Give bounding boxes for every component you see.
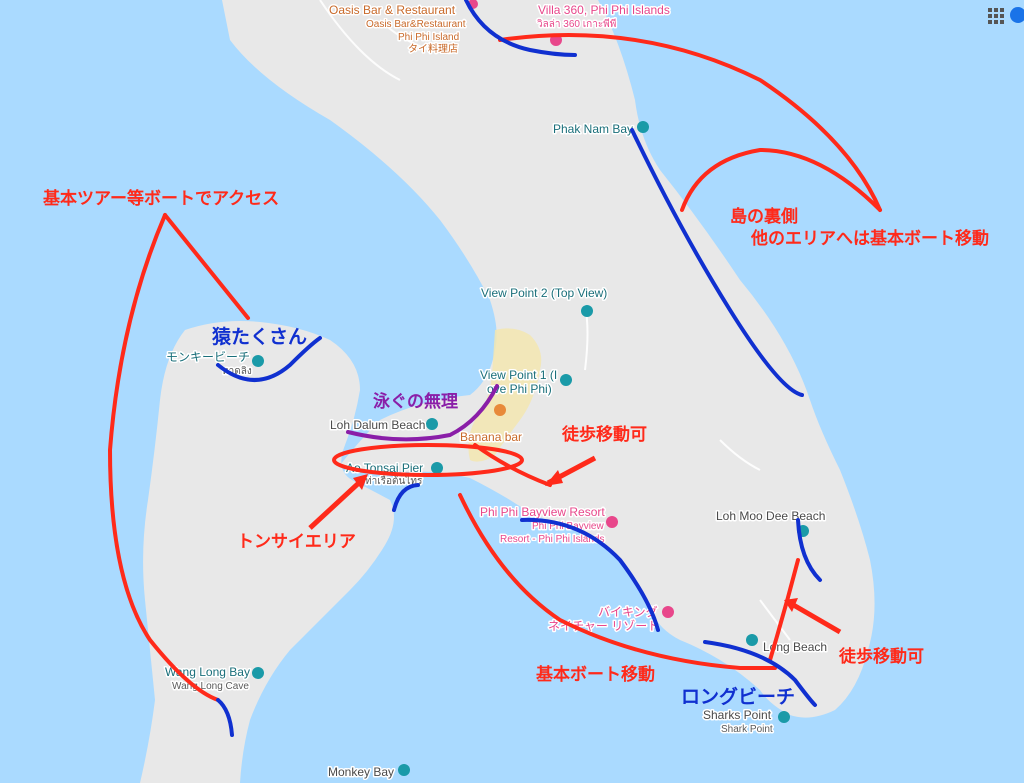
ann-walk-2: 徒歩移動可 <box>838 646 924 667</box>
label-view-point-1b: ove Phi Phi) <box>487 382 552 396</box>
arrow-tonsai <box>308 478 364 530</box>
beach-pin-icon[interactable] <box>746 634 758 646</box>
ann-long-beach: ロングビーチ <box>681 685 795 708</box>
label-sharks-point[interactable]: Sharks Point <box>702 707 774 724</box>
annotation-labels: 基本ツアー等ボートでアクセス 島の裏側 他のエリアへは基本ボート移動 猿たくさん… <box>42 188 989 708</box>
label-long-beach[interactable]: Long Beach <box>762 639 829 656</box>
ann-island-back-2: 他のエリアへは基本ボート移動 <box>750 228 989 249</box>
arrow-walk-2 <box>788 600 842 635</box>
place-labels: Oasis Bar & Restaurant Oasis Bar&Restaur… <box>164 2 829 781</box>
camera-pin-icon[interactable] <box>560 374 572 386</box>
ann-island-back: 島の裏側 <box>730 206 798 227</box>
label-shark-point-sub: Shark Point <box>721 724 773 735</box>
dive-pin-icon[interactable] <box>778 711 790 723</box>
roads <box>319 0 791 641</box>
hotel-pin-icon[interactable] <box>606 516 618 528</box>
ann-tour-boat: 基本ツアー等ボートでアクセス <box>42 188 279 209</box>
red-arrows <box>308 455 842 635</box>
label-monkey-bay[interactable]: Monkey Bay <box>327 764 396 781</box>
bar-pin-icon[interactable] <box>494 404 506 416</box>
tonsai-village <box>468 328 542 462</box>
camera-pin-icon[interactable] <box>252 667 264 679</box>
label-phak-nam-bay[interactable]: Phak Nam Bay <box>552 121 635 138</box>
grid-menu-icon[interactable] <box>988 8 1004 24</box>
hotel-pin-icon[interactable] <box>662 606 674 618</box>
camera-pin-icon[interactable] <box>398 764 410 776</box>
camera-pin-icon[interactable] <box>581 305 593 317</box>
ann-tonsai-area: トンサイエリア <box>237 532 356 552</box>
label-bayview-resort[interactable]: Phi Phi Bayview Resort <box>479 504 607 521</box>
label-villa-360-th: วิลล่า 360 เกาะพีพี <box>537 18 617 30</box>
beach-pin-icon[interactable] <box>637 121 649 133</box>
label-monkey-beach-th: หาดลิง <box>222 366 252 377</box>
label-loh-moo-dee[interactable]: Loh Moo Dee Beach <box>715 508 827 525</box>
red-annotation-lines <box>107 33 882 702</box>
main-island-land <box>222 0 875 718</box>
avatar[interactable] <box>1010 7 1024 23</box>
ann-no-swim: 泳ぐの無理 <box>373 391 458 412</box>
west-island-land <box>140 321 394 783</box>
label-oasis[interactable]: Oasis Bar & Restaurant <box>328 2 458 19</box>
label-loh-dalum[interactable]: Loh Dalum Beach <box>329 417 427 434</box>
beach-pin-icon[interactable] <box>426 418 438 430</box>
label-oasis-sub2: Phi Phi Island <box>398 32 459 43</box>
label-view-point-2[interactable]: View Point 2 (Top View) <box>480 285 609 302</box>
label-bayview-sub2: Resort - Phi Phi Islands <box>500 534 605 545</box>
label-monkey-beach[interactable]: モンキービーチ <box>165 349 252 366</box>
label-wang-long-cave: Wang Long Cave <box>172 681 249 692</box>
label-villa-360[interactable]: Villa 360, Phi Phi Islands <box>537 2 672 19</box>
ann-walk-1: 徒歩移動可 <box>561 424 647 445</box>
label-viking[interactable]: バイキング <box>597 604 660 621</box>
label-banana-bar[interactable]: Banana bar <box>459 429 524 446</box>
label-oasis-sub: Oasis Bar&Restaurant <box>366 19 466 30</box>
label-oasis-sub3: タイ料理店 <box>408 42 458 55</box>
ann-basic-boat: 基本ボート移動 <box>535 664 655 685</box>
label-view-point-1[interactable]: View Point 1 (I <box>479 367 559 384</box>
camera-pin-icon[interactable] <box>252 355 264 367</box>
label-tonsai-th: ท่าเรือต้นไทร <box>365 475 423 487</box>
ferry-pin-icon[interactable] <box>431 462 443 474</box>
purple-annotation-line <box>346 384 499 442</box>
blue-annotation-lines <box>216 0 822 737</box>
ann-monkeys: 猿たくさん <box>211 325 307 348</box>
